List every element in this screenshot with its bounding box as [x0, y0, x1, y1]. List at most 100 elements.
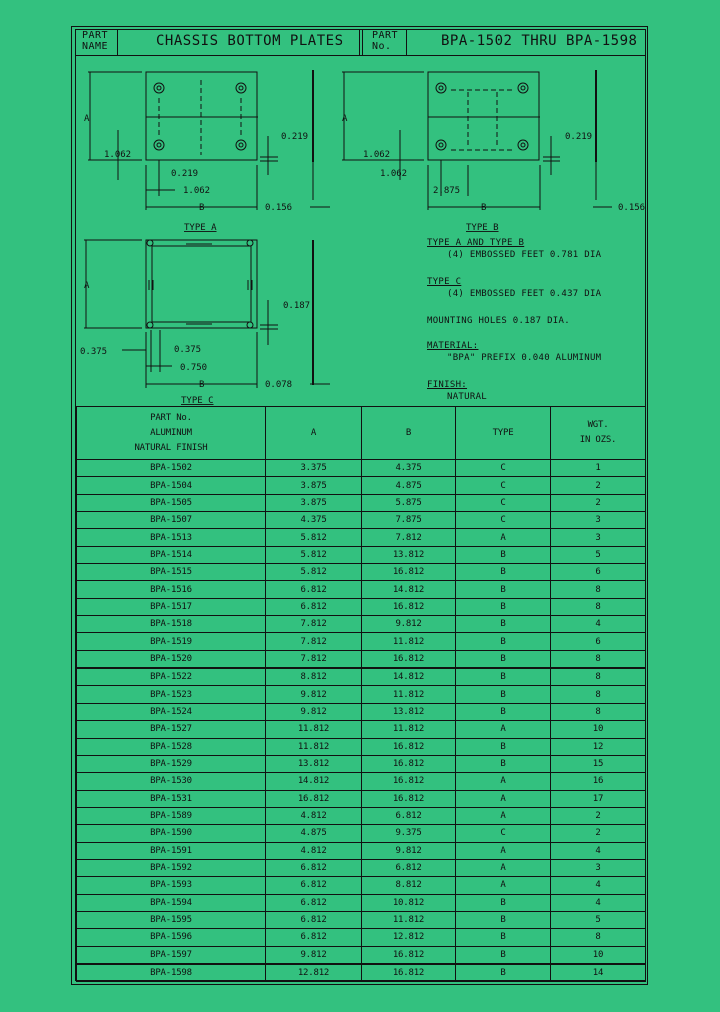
- cell-type: C: [455, 476, 551, 495]
- cell-dim-a: 4.875: [265, 824, 362, 843]
- cell-type: B: [455, 545, 551, 565]
- cell-dim-a: 12.812: [265, 962, 362, 983]
- cell-dim-b: 12.812: [361, 928, 456, 947]
- type-c-dim-0375-bottom: 0.375: [174, 345, 201, 355]
- cell-dim-b: 16.812: [361, 789, 456, 808]
- cell-dim-b: 16.812: [361, 563, 456, 582]
- type-a-dim-1062-bottom: 1.062: [183, 186, 210, 196]
- note-type-c-title: TYPE C: [427, 277, 462, 287]
- cell-dim-b: 6.812: [361, 806, 456, 826]
- cell-weight: 2: [550, 493, 646, 513]
- type-c-dim-b: B: [199, 380, 204, 390]
- cell-dim-a: 5.812: [265, 545, 362, 565]
- cell-dim-b: 9.375: [361, 824, 456, 843]
- header-weight: WGT. IN OZS.: [550, 406, 646, 460]
- cell-dim-a: 9.812: [265, 945, 362, 965]
- cell-dim-b: 4.375: [361, 458, 456, 478]
- cell-type: B: [455, 563, 551, 582]
- type-a-dim-b: B: [199, 203, 204, 213]
- cell-dim-a: 5.812: [265, 563, 362, 582]
- note-mounting-holes: MOUNTING HOLES 0.187 DIA.: [427, 316, 570, 326]
- cell-dim-a: 9.812: [265, 702, 362, 722]
- part-name-label: PART NAME: [82, 30, 109, 52]
- cell-type: C: [455, 458, 551, 478]
- cell-part-no: BPA-1529: [76, 754, 266, 774]
- cell-weight: 17: [550, 789, 646, 808]
- cell-dim-a: 14.812: [265, 772, 362, 791]
- cell-weight: 8: [550, 685, 646, 704]
- cell-weight: 2: [550, 824, 646, 843]
- type-c-dim-a: A: [84, 281, 90, 291]
- cell-weight: 6: [550, 563, 646, 582]
- cell-part-no: BPA-1595: [76, 910, 266, 930]
- cell-type: C: [455, 824, 551, 843]
- cell-dim-b: 16.812: [361, 772, 456, 791]
- type-c-plate: [84, 239, 330, 388]
- cell-dim-b: 7.812: [361, 528, 456, 547]
- cell-part-no: BPA-1520: [76, 649, 266, 669]
- cell-dim-a: 6.812: [265, 893, 362, 912]
- type-c-caption: TYPE C: [181, 396, 214, 406]
- cell-dim-a: 6.812: [265, 597, 362, 617]
- cell-dim-a: 4.812: [265, 841, 362, 860]
- cell-type: B: [455, 754, 551, 774]
- cell-weight: 8: [550, 649, 646, 669]
- cell-dim-b: 16.812: [361, 754, 456, 774]
- cell-dim-b: 8.812: [361, 876, 456, 895]
- cell-dim-a: 8.812: [265, 667, 362, 687]
- note-finish-text: NATURAL: [447, 392, 488, 402]
- cell-part-no: BPA-1591: [76, 841, 266, 860]
- cell-dim-a: 3.875: [265, 493, 362, 513]
- cell-dim-b: 16.812: [361, 597, 456, 617]
- cell-dim-b: 16.812: [361, 945, 456, 965]
- cell-dim-a: 9.812: [265, 685, 362, 704]
- cell-part-no: BPA-1528: [76, 737, 266, 756]
- cell-type: B: [455, 685, 551, 704]
- note-finish-title: FINISH:: [427, 380, 468, 390]
- cell-type: C: [455, 511, 551, 530]
- cell-part-no: BPA-1507: [76, 511, 266, 530]
- notes-finish: FINISH: NATURAL: [427, 379, 487, 403]
- cell-dim-b: 4.875: [361, 476, 456, 495]
- cell-part-no: BPA-1522: [76, 667, 266, 687]
- cell-type: C: [455, 493, 551, 513]
- cell-part-no: BPA-1598: [76, 962, 266, 983]
- note-material-text: "BPA" PREFIX 0.040 ALUMINUM: [447, 353, 602, 363]
- cell-weight: 8: [550, 580, 646, 599]
- cell-dim-b: 7.875: [361, 511, 456, 530]
- header-type: TYPE: [455, 406, 551, 460]
- cell-weight: 8: [550, 597, 646, 617]
- note-type-ab-title: TYPE A AND TYPE B: [427, 238, 525, 248]
- cell-dim-a: 13.812: [265, 754, 362, 774]
- cell-type: B: [455, 702, 551, 722]
- note-type-c-text: (4) EMBOSSED FEET 0.437 DIA: [447, 289, 602, 299]
- cell-part-no: BPA-1590: [76, 824, 266, 843]
- cell-part-no: BPA-1527: [76, 720, 266, 739]
- cell-part-no: BPA-1514: [76, 545, 266, 565]
- cell-weight: 8: [550, 928, 646, 947]
- cell-weight: 16: [550, 772, 646, 791]
- cell-weight: 12: [550, 737, 646, 756]
- type-a-dim-0156: 0.156: [265, 203, 292, 213]
- note-material-title: MATERIAL:: [427, 341, 479, 351]
- cell-weight: 2: [550, 806, 646, 826]
- cell-part-no: BPA-1502: [76, 458, 266, 478]
- cell-weight: 4: [550, 876, 646, 895]
- cell-dim-a: 4.812: [265, 806, 362, 826]
- cell-part-no: BPA-1597: [76, 945, 266, 965]
- cell-part-no: BPA-1515: [76, 563, 266, 582]
- cell-type: A: [455, 528, 551, 547]
